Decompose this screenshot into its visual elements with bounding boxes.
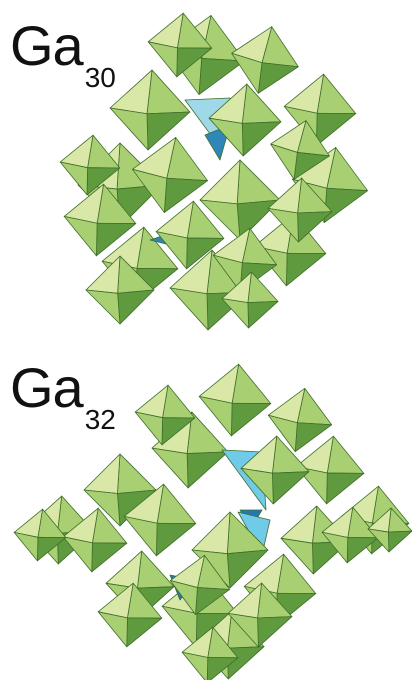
octahedron-face [186,451,229,489]
octahedron-face [316,112,357,147]
octahedron [132,137,208,213]
octahedron-face [227,613,259,648]
octahedron-face [387,507,412,533]
panel-ga32: Ga32 [0,340,412,680]
octahedron [97,582,163,648]
octahedron [62,507,128,573]
octahedron-face [240,467,274,505]
octahedron [231,26,299,94]
octahedron-face [367,528,390,553]
octahedron-face [321,531,349,564]
octahedron-face [387,530,412,553]
octahedron-face [267,208,299,243]
octahedron-face [198,396,233,437]
octahedron [240,435,310,505]
octahedron-face [181,651,209,680]
octahedron [123,483,197,557]
octahedron-face [272,471,310,505]
octahedron-face [147,41,178,78]
octahedron [295,435,365,505]
octahedron [109,69,191,151]
label-subscript: 32 [84,404,116,435]
octahedron-face [85,289,121,325]
octahedron-face [323,187,368,223]
polyhedral-cluster-ga30 [59,12,368,331]
octahedron [155,200,225,270]
octahedron [134,384,196,446]
octahedron-face [231,402,272,437]
octahedron-face [151,447,189,489]
octahedron-face [117,289,155,325]
octahedron-face [126,617,163,648]
octahedron-face [270,143,298,180]
octahedron-face [161,605,198,649]
octahedron [227,582,293,648]
octahedron-face [267,414,298,453]
octahedron [221,271,279,329]
octahedron [59,134,121,196]
octahedron-face [13,532,39,562]
octahedron [198,363,272,437]
octahedron-face [326,472,365,505]
octahedron-face [62,536,93,573]
octahedron-face [247,300,279,329]
octahedron [208,83,282,157]
panel-label-ga32: Ga32 [10,360,116,434]
octahedron-face [212,254,243,293]
octahedron [212,227,278,293]
octahedron-face [169,287,209,331]
octahedron [267,177,333,243]
octahedron-face [59,161,89,196]
octahedron-face [134,411,164,446]
octahedron-face [236,159,281,205]
octahedron [147,12,213,78]
label-element: Ga [10,14,84,77]
octahedron-face [257,62,299,94]
octahedron-face [63,216,98,257]
label-subscript: 30 [84,62,116,93]
octahedron [169,554,231,616]
octahedron-face [221,298,250,329]
octahedron-face [83,453,121,494]
panel-ga30: Ga30 [10,12,368,331]
octahedron [13,508,67,562]
octahedron-face [105,550,143,589]
octahedron [63,183,137,257]
octahedron-face [198,58,245,95]
octahedron-face [146,69,191,115]
octahedron-face [247,271,279,304]
panel-label-ga30: Ga30 [10,18,116,92]
octahedron-face [155,231,188,270]
octahedron-face [109,69,153,115]
octahedron-face [227,582,262,619]
octahedron-face [91,542,128,573]
octahedron-face [137,550,175,589]
octahedron-face [297,211,333,243]
octahedron-face [199,199,241,241]
octahedron-face [286,252,327,287]
octahedron-face [117,453,157,494]
octahedron [181,626,239,680]
octahedron-face [109,107,149,151]
octahedron-face [208,117,244,157]
octahedron-face [231,52,263,94]
octahedron [85,255,155,325]
octahedron-face [132,168,168,213]
polyhedral-cluster-ga32 [13,363,412,680]
octahedron [267,387,333,453]
octahedron-face [257,616,293,648]
octahedron-face [280,505,318,544]
octahedron-face [156,522,197,557]
octahedron-face [280,537,314,575]
octahedron-face [83,489,121,527]
octahedron [367,507,412,553]
octahedron [270,120,330,180]
octahedron-face [191,511,231,555]
label-element: Ga [10,356,84,419]
octahedron-face [123,516,158,557]
octahedron-face [169,580,198,616]
octahedron-face [97,611,128,648]
